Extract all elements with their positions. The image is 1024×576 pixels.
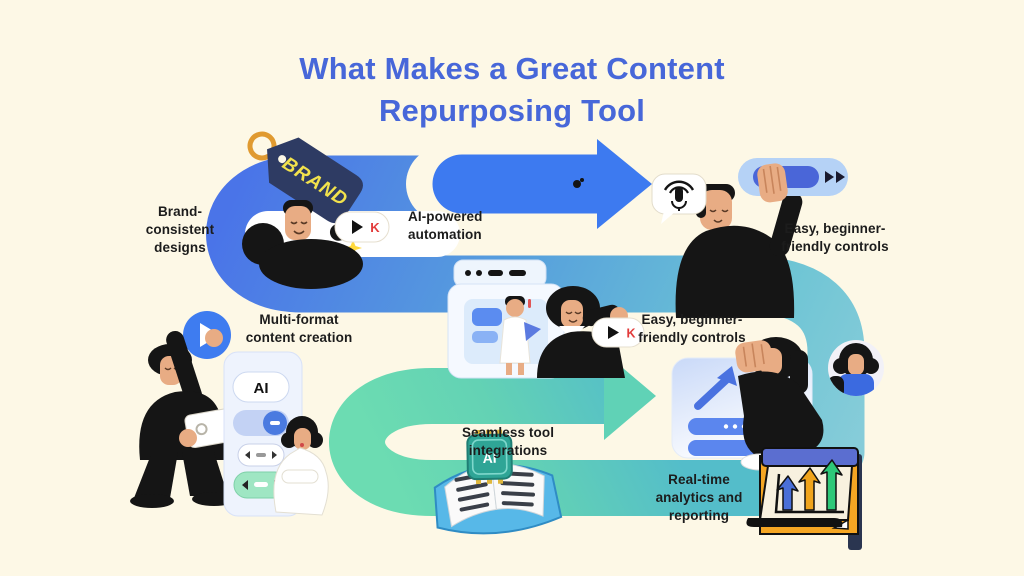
ff-icon (825, 171, 834, 183)
ai-pill: AI (232, 371, 290, 403)
up-right-arrow-icon (694, 376, 730, 410)
play-pill-k: K (370, 220, 380, 235)
label-realtime-analytics: Real-time analytics and reporting (655, 472, 743, 523)
play-icon (608, 326, 619, 339)
growth-arrow-orange-icon (798, 467, 821, 511)
window-dash-icon (488, 270, 503, 276)
fist (735, 340, 773, 373)
open-book-illustration: AI (433, 429, 563, 535)
controls-card (671, 337, 824, 471)
growth-arrow-blue-icon (776, 475, 799, 511)
play-icon (352, 220, 363, 234)
slider-pill-icon (738, 158, 848, 196)
person-sitting (735, 337, 824, 471)
window-dash-icon (509, 270, 526, 276)
stepper-pill-icon (237, 443, 285, 467)
cursor-speck-icon (573, 178, 584, 188)
hand-on-slider (757, 163, 788, 203)
ai-chip-icon: AI (466, 429, 513, 485)
window-dot-icon (476, 270, 482, 276)
label-ai-powered-automation: AI-powered automation (408, 209, 483, 242)
mini-person (499, 296, 541, 375)
label-easy-controls-top: Easy, beginner- friendly controls (781, 221, 889, 254)
chart-axis (774, 473, 844, 514)
label-multi-format-content: Multi-format content creation (245, 312, 353, 345)
person-sitting-white (273, 416, 329, 516)
avatar (828, 340, 884, 396)
ui-button (472, 331, 498, 343)
play-pill-k: K (626, 327, 635, 341)
sparkle-icon (344, 240, 362, 256)
easel-tray (746, 518, 843, 527)
blue-arrow-icon (432, 139, 652, 229)
ff-icon (836, 171, 845, 183)
label-easy-controls-mid: Easy, beginner- friendly controls (638, 312, 746, 345)
label-brand-consistent-designs: Brand- consistent designs (145, 204, 215, 255)
flow-path-lower (329, 368, 858, 516)
person-easy-controls-top (651, 158, 848, 318)
analytics-board-illustration (746, 447, 862, 550)
toggle-switch-icon (233, 410, 289, 436)
page-title: What Makes a Great Content Repurposing T… (299, 51, 725, 128)
ai-chip-label: AI (482, 450, 496, 466)
scarf (524, 322, 541, 341)
label-seamless-integrations: Seamless tool integrations (461, 425, 555, 458)
ai-pill-label: AI (254, 380, 269, 397)
mic-speech-bubble-icon (651, 173, 707, 224)
growth-arrow-green-icon (820, 459, 843, 511)
browser-window (447, 259, 565, 379)
up-right-arrow-icon (717, 366, 737, 386)
play-pill-icon: K (334, 211, 390, 243)
window-dot-icon (465, 270, 471, 276)
ui-button (472, 308, 502, 326)
play-pill-icon: K (591, 317, 645, 348)
